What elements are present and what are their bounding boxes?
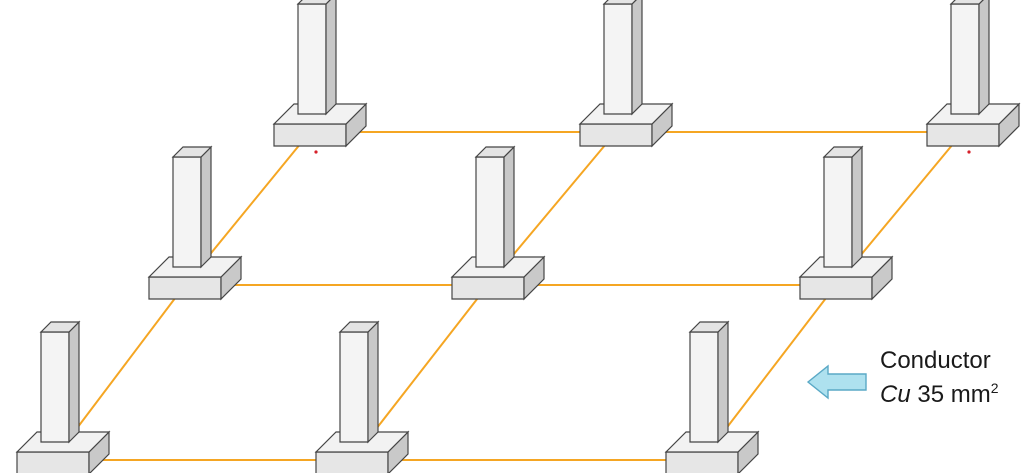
column-front (475, 156, 505, 268)
column-top (474, 146, 516, 158)
column-footing (147, 145, 243, 301)
footing-front (273, 123, 347, 147)
column-footing (272, 0, 368, 148)
column-footing (664, 320, 760, 473)
column-side (367, 320, 379, 444)
column-side (631, 0, 643, 116)
column-top (39, 321, 81, 333)
column-front (823, 156, 853, 268)
column-footing (450, 145, 546, 301)
column-side (978, 0, 990, 116)
column-front (603, 3, 633, 115)
column-side (68, 320, 80, 444)
footing-front (16, 451, 90, 473)
conductor-size: 35 mm (917, 381, 991, 408)
conductor-size-exponent: 2 (990, 380, 999, 396)
column-footing (925, 0, 1021, 148)
footings (15, 0, 1021, 473)
column-top (171, 146, 213, 158)
column-footing (314, 320, 410, 473)
joint-mark (314, 150, 318, 154)
column-side (200, 145, 212, 269)
footing-front (315, 451, 389, 473)
column-side (851, 145, 863, 269)
column-top (688, 321, 730, 333)
column-top (602, 0, 637, 5)
column-top (296, 0, 331, 5)
column-top (822, 146, 864, 158)
left-arrow-icon (806, 364, 867, 400)
column-front (950, 3, 980, 115)
footing-front (451, 276, 525, 300)
conductor-label-text: Conductor (880, 347, 991, 374)
footing-front (148, 276, 222, 300)
column-top (949, 0, 984, 5)
footing-front (926, 123, 1000, 147)
conductor-spec-label: Cu 35 mm2 (880, 380, 999, 410)
column-footing (798, 145, 894, 301)
column-footing (578, 0, 674, 148)
column-front (172, 156, 202, 268)
column-front (689, 331, 719, 443)
conductor-label: Conductor (880, 346, 991, 376)
column-side (325, 0, 337, 116)
footing-front (579, 123, 653, 147)
column-top (338, 321, 380, 333)
column-footing (15, 320, 111, 473)
joint-mark (967, 150, 971, 154)
column-front (297, 3, 327, 115)
footing-front (665, 451, 739, 473)
conductor-material: Cu (880, 381, 911, 408)
column-front (40, 331, 70, 443)
column-side (503, 145, 515, 269)
column-side (717, 320, 729, 444)
column-front (339, 331, 369, 443)
footing-front (799, 276, 873, 300)
left-arrow-shape (806, 364, 867, 400)
